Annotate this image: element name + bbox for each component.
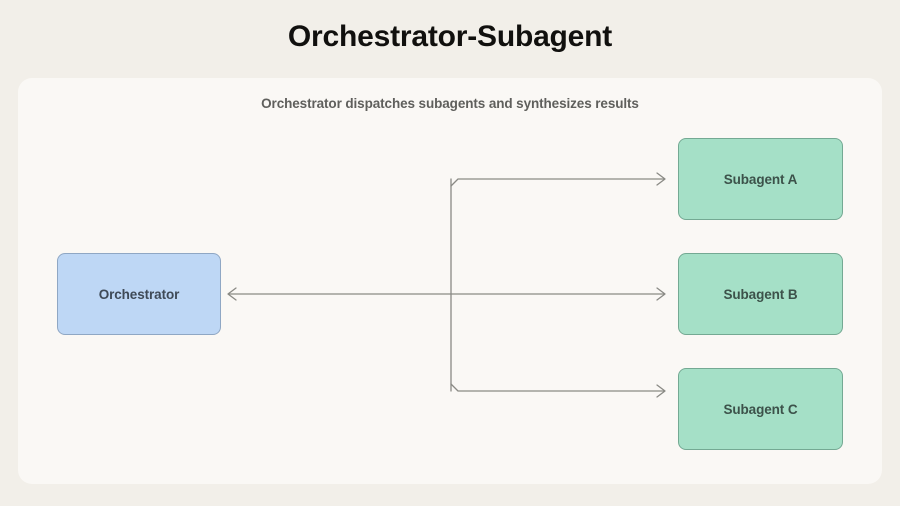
node-subagent-b-label: Subagent B xyxy=(723,286,798,302)
node-subagent-a[interactable]: Subagent A xyxy=(678,138,843,220)
page-title: Orchestrator-Subagent xyxy=(287,20,613,53)
node-subagent-c-label: Subagent C xyxy=(723,401,798,417)
node-subagent-a-label: Subagent A xyxy=(723,171,798,187)
node-subagent-b[interactable]: Subagent B xyxy=(678,253,843,335)
arrowhead-orchestrator xyxy=(227,287,237,301)
diagram-subtitle: Orchestrator dispatches subagents and sy… xyxy=(261,96,639,111)
node-subagent-c[interactable]: Subagent C xyxy=(678,368,843,450)
node-orchestrator[interactable]: Orchestrator xyxy=(57,253,221,335)
edge-dispatch-a-line xyxy=(450,178,665,187)
arrowhead-subagent-c xyxy=(656,384,666,398)
diagram-card: Orchestrator dispatches subagents and sy… xyxy=(18,78,882,484)
edge-dispatch-c-line xyxy=(450,383,665,392)
arrowhead-subagent-b xyxy=(656,287,666,301)
arrowhead-subagent-a xyxy=(656,172,666,186)
node-orchestrator-label: Orchestrator xyxy=(98,286,180,302)
